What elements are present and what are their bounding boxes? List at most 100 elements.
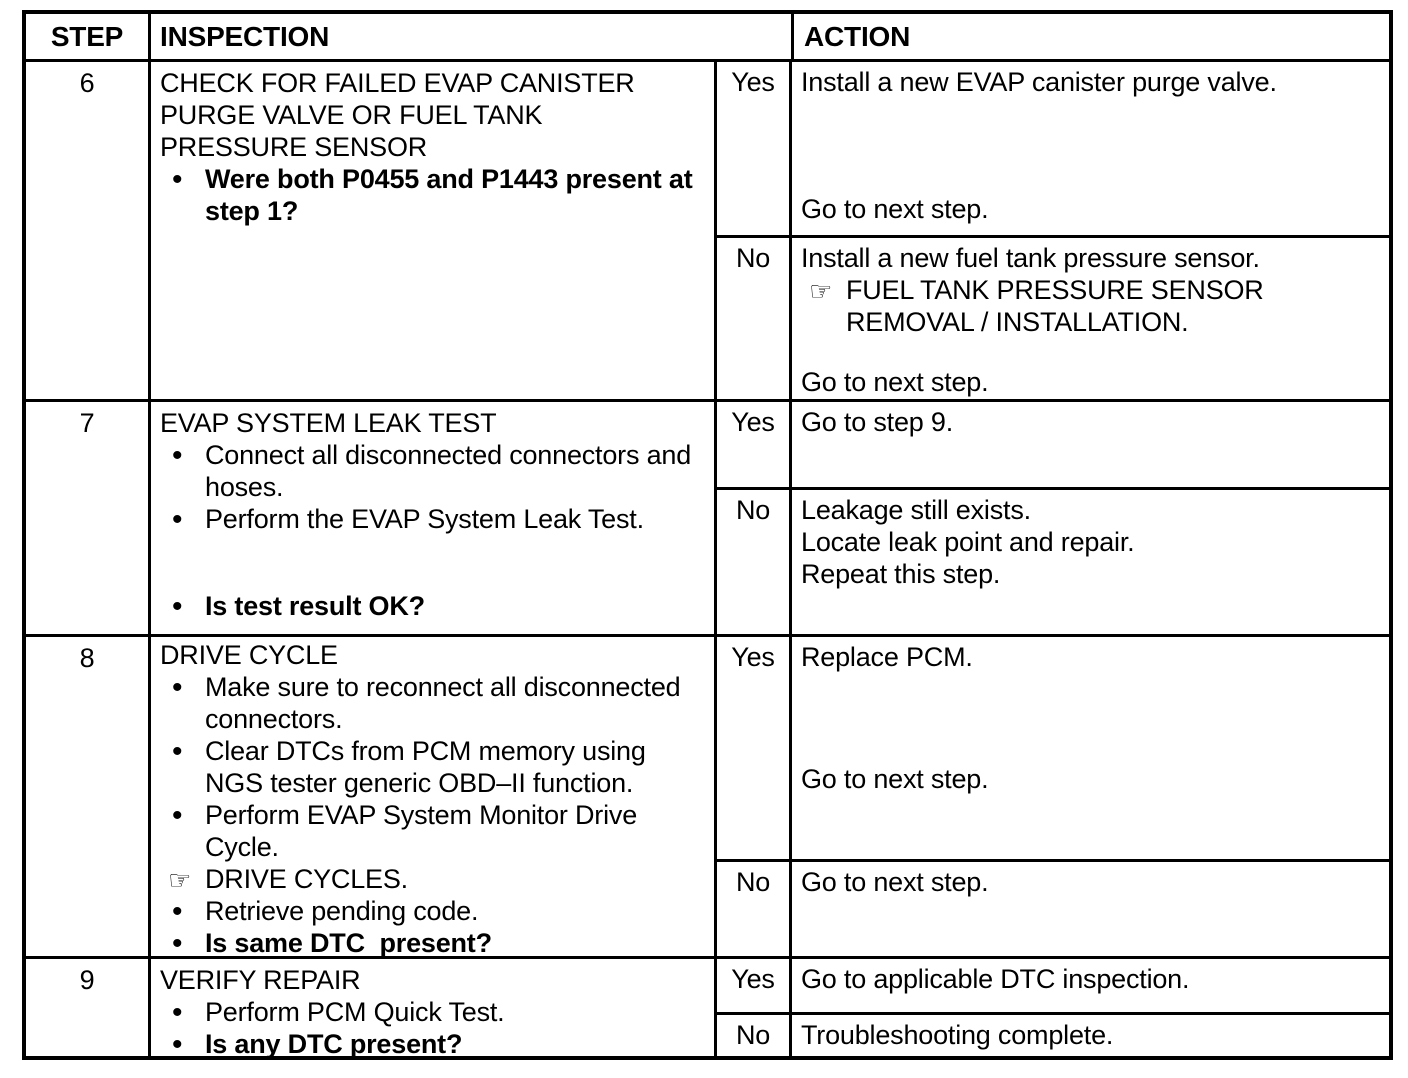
inspection-item: • Is test result OK? bbox=[160, 590, 706, 622]
inspection-question: Is same DTC present? bbox=[205, 928, 492, 956]
branches: Yes Go to step 9. No Leakage still exist… bbox=[717, 402, 1389, 634]
answer-label: Yes bbox=[717, 402, 792, 487]
step-number: 8 bbox=[26, 637, 151, 956]
action-cell: Go to applicable DTC inspection. bbox=[792, 959, 1389, 1012]
reference-item: ☞ DRIVE CYCLES. bbox=[160, 863, 706, 895]
action-line: Install a new fuel tank pressure sensor. bbox=[801, 243, 1260, 273]
step-number: 6 bbox=[26, 62, 151, 399]
pointing-hand-icon: ☞ bbox=[168, 865, 192, 895]
action-line: Locate leak point and repair. bbox=[801, 527, 1135, 557]
action-line: Install a new EVAP canister purge valve. bbox=[801, 67, 1277, 97]
inspection-item: • Connect all disconnected connectors an… bbox=[160, 439, 706, 503]
inspection-title: CHECK FOR FAILED EVAP CANISTER PURGE VAL… bbox=[160, 68, 635, 162]
header-step: STEP bbox=[26, 14, 151, 59]
yes-branch: Yes Go to step 9. bbox=[717, 402, 1389, 487]
inspection-text: Perform the EVAP System Leak Test. bbox=[205, 504, 644, 534]
bullet-icon: • bbox=[172, 799, 183, 832]
action-cell: Go to step 9. bbox=[792, 402, 1389, 487]
answer-label: No bbox=[717, 238, 792, 399]
inspection-item: • Were both P0455 and P1443 present at s… bbox=[160, 163, 706, 227]
inspection-item: • Perform the EVAP System Leak Test. bbox=[160, 503, 706, 535]
bullet-icon: • bbox=[172, 895, 183, 928]
reference-item: ☞ FUEL TANK PRESSURE SENSOR REMOVAL / IN… bbox=[801, 274, 1379, 338]
inspection-question: Were both P0455 and P1443 present at ste… bbox=[205, 164, 700, 226]
inspection-question: Is test result OK? bbox=[205, 591, 425, 621]
bullet-icon: • bbox=[172, 590, 183, 623]
action-cell: Leakage still exists. Locate leak point … bbox=[792, 490, 1389, 634]
action-line: Go to applicable DTC inspection. bbox=[801, 964, 1190, 994]
inspection-question: Is any DTC present? bbox=[205, 1029, 463, 1056]
no-branch: No Go to next step. bbox=[717, 859, 1389, 956]
inspection-title: VERIFY REPAIR bbox=[160, 965, 361, 995]
inspection-title: DRIVE CYCLE bbox=[160, 640, 338, 670]
bullet-icon: • bbox=[172, 996, 183, 1029]
action-cell: Troubleshooting complete. bbox=[792, 1015, 1389, 1056]
bullet-icon: • bbox=[172, 163, 183, 196]
bullet-icon: • bbox=[172, 735, 183, 768]
header-inspection: INSPECTION bbox=[160, 20, 330, 52]
action-line: Go to step 9. bbox=[801, 407, 953, 437]
reference-text: FUEL TANK PRESSURE SENSOR REMOVAL / INST… bbox=[846, 275, 1271, 337]
inspection-text: Perform PCM Quick Test. bbox=[205, 997, 505, 1027]
branches: Yes Go to applicable DTC inspection. No … bbox=[717, 959, 1389, 1056]
inspection-item: • Perform PCM Quick Test. bbox=[160, 996, 706, 1028]
table-row: 9 VERIFY REPAIR • Perform PCM Quick Test… bbox=[26, 956, 1389, 1056]
action-line: Troubleshooting complete. bbox=[801, 1020, 1114, 1050]
table-row: 8 DRIVE CYCLE • Make sure to reconnect a… bbox=[26, 634, 1389, 956]
bullet-icon: • bbox=[172, 927, 183, 957]
action-cell: Replace PCM. Go to next step. bbox=[792, 637, 1389, 859]
action-line: Replace PCM. bbox=[801, 642, 973, 672]
inspection-cell: CHECK FOR FAILED EVAP CANISTER PURGE VAL… bbox=[151, 62, 717, 399]
step-number: 9 bbox=[26, 959, 151, 1056]
inspection-item: • Is same DTC present? bbox=[160, 927, 706, 956]
yes-branch: Yes Replace PCM. Go to next step. bbox=[717, 637, 1389, 859]
action-line: Go to next step. bbox=[801, 367, 989, 397]
inspection-item: • Perform EVAP System Monitor Drive Cycl… bbox=[160, 799, 706, 863]
action-cell: Install a new EVAP canister purge valve.… bbox=[792, 62, 1389, 235]
step-number: 7 bbox=[26, 402, 151, 634]
answer-label: No bbox=[717, 490, 792, 634]
action-line: Go to next step. bbox=[801, 194, 989, 224]
no-branch: No Install a new fuel tank pressure sens… bbox=[717, 235, 1389, 399]
inspection-text: Retrieve pending code. bbox=[205, 896, 479, 926]
bullet-icon: • bbox=[172, 439, 183, 472]
pointing-hand-icon: ☞ bbox=[809, 276, 833, 306]
inspection-text: Perform EVAP System Monitor Drive Cycle. bbox=[205, 800, 645, 862]
table-row: 7 EVAP SYSTEM LEAK TEST • Connect all di… bbox=[26, 399, 1389, 634]
troubleshooting-table: STEP INSPECTION ACTION 6 CHECK FOR FAILE… bbox=[22, 10, 1393, 1060]
action-line: Go to next step. bbox=[801, 764, 989, 794]
no-branch: No Leakage still exists. Locate leak poi… bbox=[717, 487, 1389, 634]
inspection-cell: VERIFY REPAIR • Perform PCM Quick Test. … bbox=[151, 959, 717, 1056]
inspection-text: Connect all disconnected connectors and … bbox=[205, 440, 699, 502]
branches: Yes Install a new EVAP canister purge va… bbox=[717, 62, 1389, 399]
answer-label: Yes bbox=[717, 637, 792, 859]
yes-branch: Yes Install a new EVAP canister purge va… bbox=[717, 62, 1389, 235]
branches: Yes Replace PCM. Go to next step. No Go … bbox=[717, 637, 1389, 956]
action-cell: Install a new fuel tank pressure sensor.… bbox=[792, 238, 1389, 399]
inspection-item: • Clear DTCs from PCM memory using NGS t… bbox=[160, 735, 706, 799]
table-row: 6 CHECK FOR FAILED EVAP CANISTER PURGE V… bbox=[26, 59, 1389, 399]
answer-label: Yes bbox=[717, 62, 792, 235]
header-action: ACTION bbox=[791, 14, 1389, 59]
action-line: Go to next step. bbox=[801, 867, 989, 897]
inspection-cell: DRIVE CYCLE • Make sure to reconnect all… bbox=[151, 637, 717, 956]
inspection-item: • Is any DTC present? bbox=[160, 1028, 706, 1056]
inspection-cell: EVAP SYSTEM LEAK TEST • Connect all disc… bbox=[151, 402, 717, 634]
inspection-item: • Retrieve pending code. bbox=[160, 895, 706, 927]
inspection-item: • Make sure to reconnect all disconnecte… bbox=[160, 671, 706, 735]
inspection-title: EVAP SYSTEM LEAK TEST bbox=[160, 408, 497, 438]
answer-label: No bbox=[717, 1015, 792, 1056]
action-line: Leakage still exists. bbox=[801, 495, 1031, 525]
bullet-icon: • bbox=[172, 1028, 183, 1057]
inspection-text: Clear DTCs from PCM memory using NGS tes… bbox=[205, 736, 653, 798]
action-cell: Go to next step. bbox=[792, 862, 1389, 956]
answer-label: Yes bbox=[717, 959, 792, 1012]
bullet-icon: • bbox=[172, 503, 183, 536]
answer-label: No bbox=[717, 862, 792, 956]
reference-text: DRIVE CYCLES. bbox=[205, 864, 408, 894]
no-branch: No Troubleshooting complete. bbox=[717, 1012, 1389, 1056]
action-line: Repeat this step. bbox=[801, 559, 1001, 589]
yes-branch: Yes Go to applicable DTC inspection. bbox=[717, 959, 1389, 1012]
bullet-icon: • bbox=[172, 671, 183, 704]
